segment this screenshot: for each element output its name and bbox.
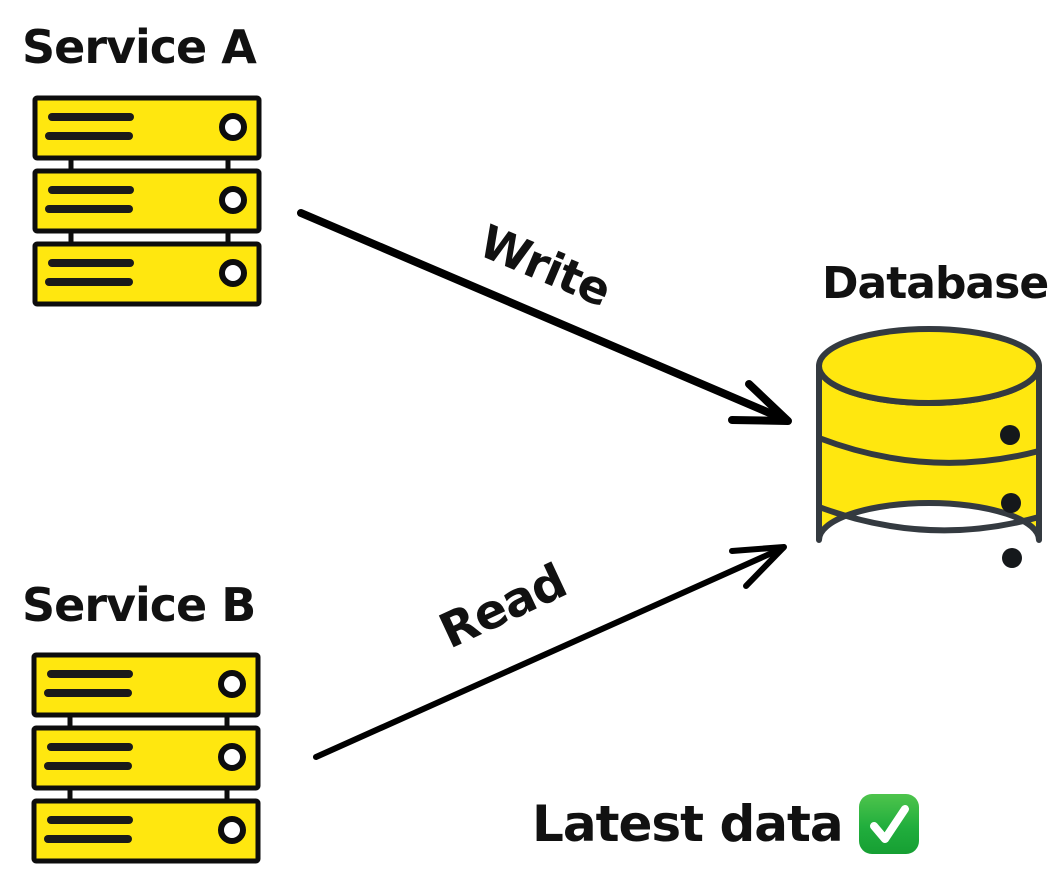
- database-label: Database: [822, 258, 1049, 309]
- check-mark-icon: [858, 794, 919, 854]
- service-b-server-stack-icon: [34, 655, 258, 861]
- service-b-label: Service B: [22, 578, 256, 632]
- check-mark-glyph: [869, 805, 909, 843]
- latest-data-annotation: Latest data: [532, 794, 919, 854]
- latest-data-text: Latest data: [532, 794, 844, 853]
- read-arrow: [313, 544, 787, 760]
- service-a-label: Service A: [22, 20, 257, 74]
- write-arrow: [297, 209, 792, 425]
- database-cylinder-icon: [816, 326, 1042, 568]
- service-a-server-stack-icon: [35, 98, 259, 304]
